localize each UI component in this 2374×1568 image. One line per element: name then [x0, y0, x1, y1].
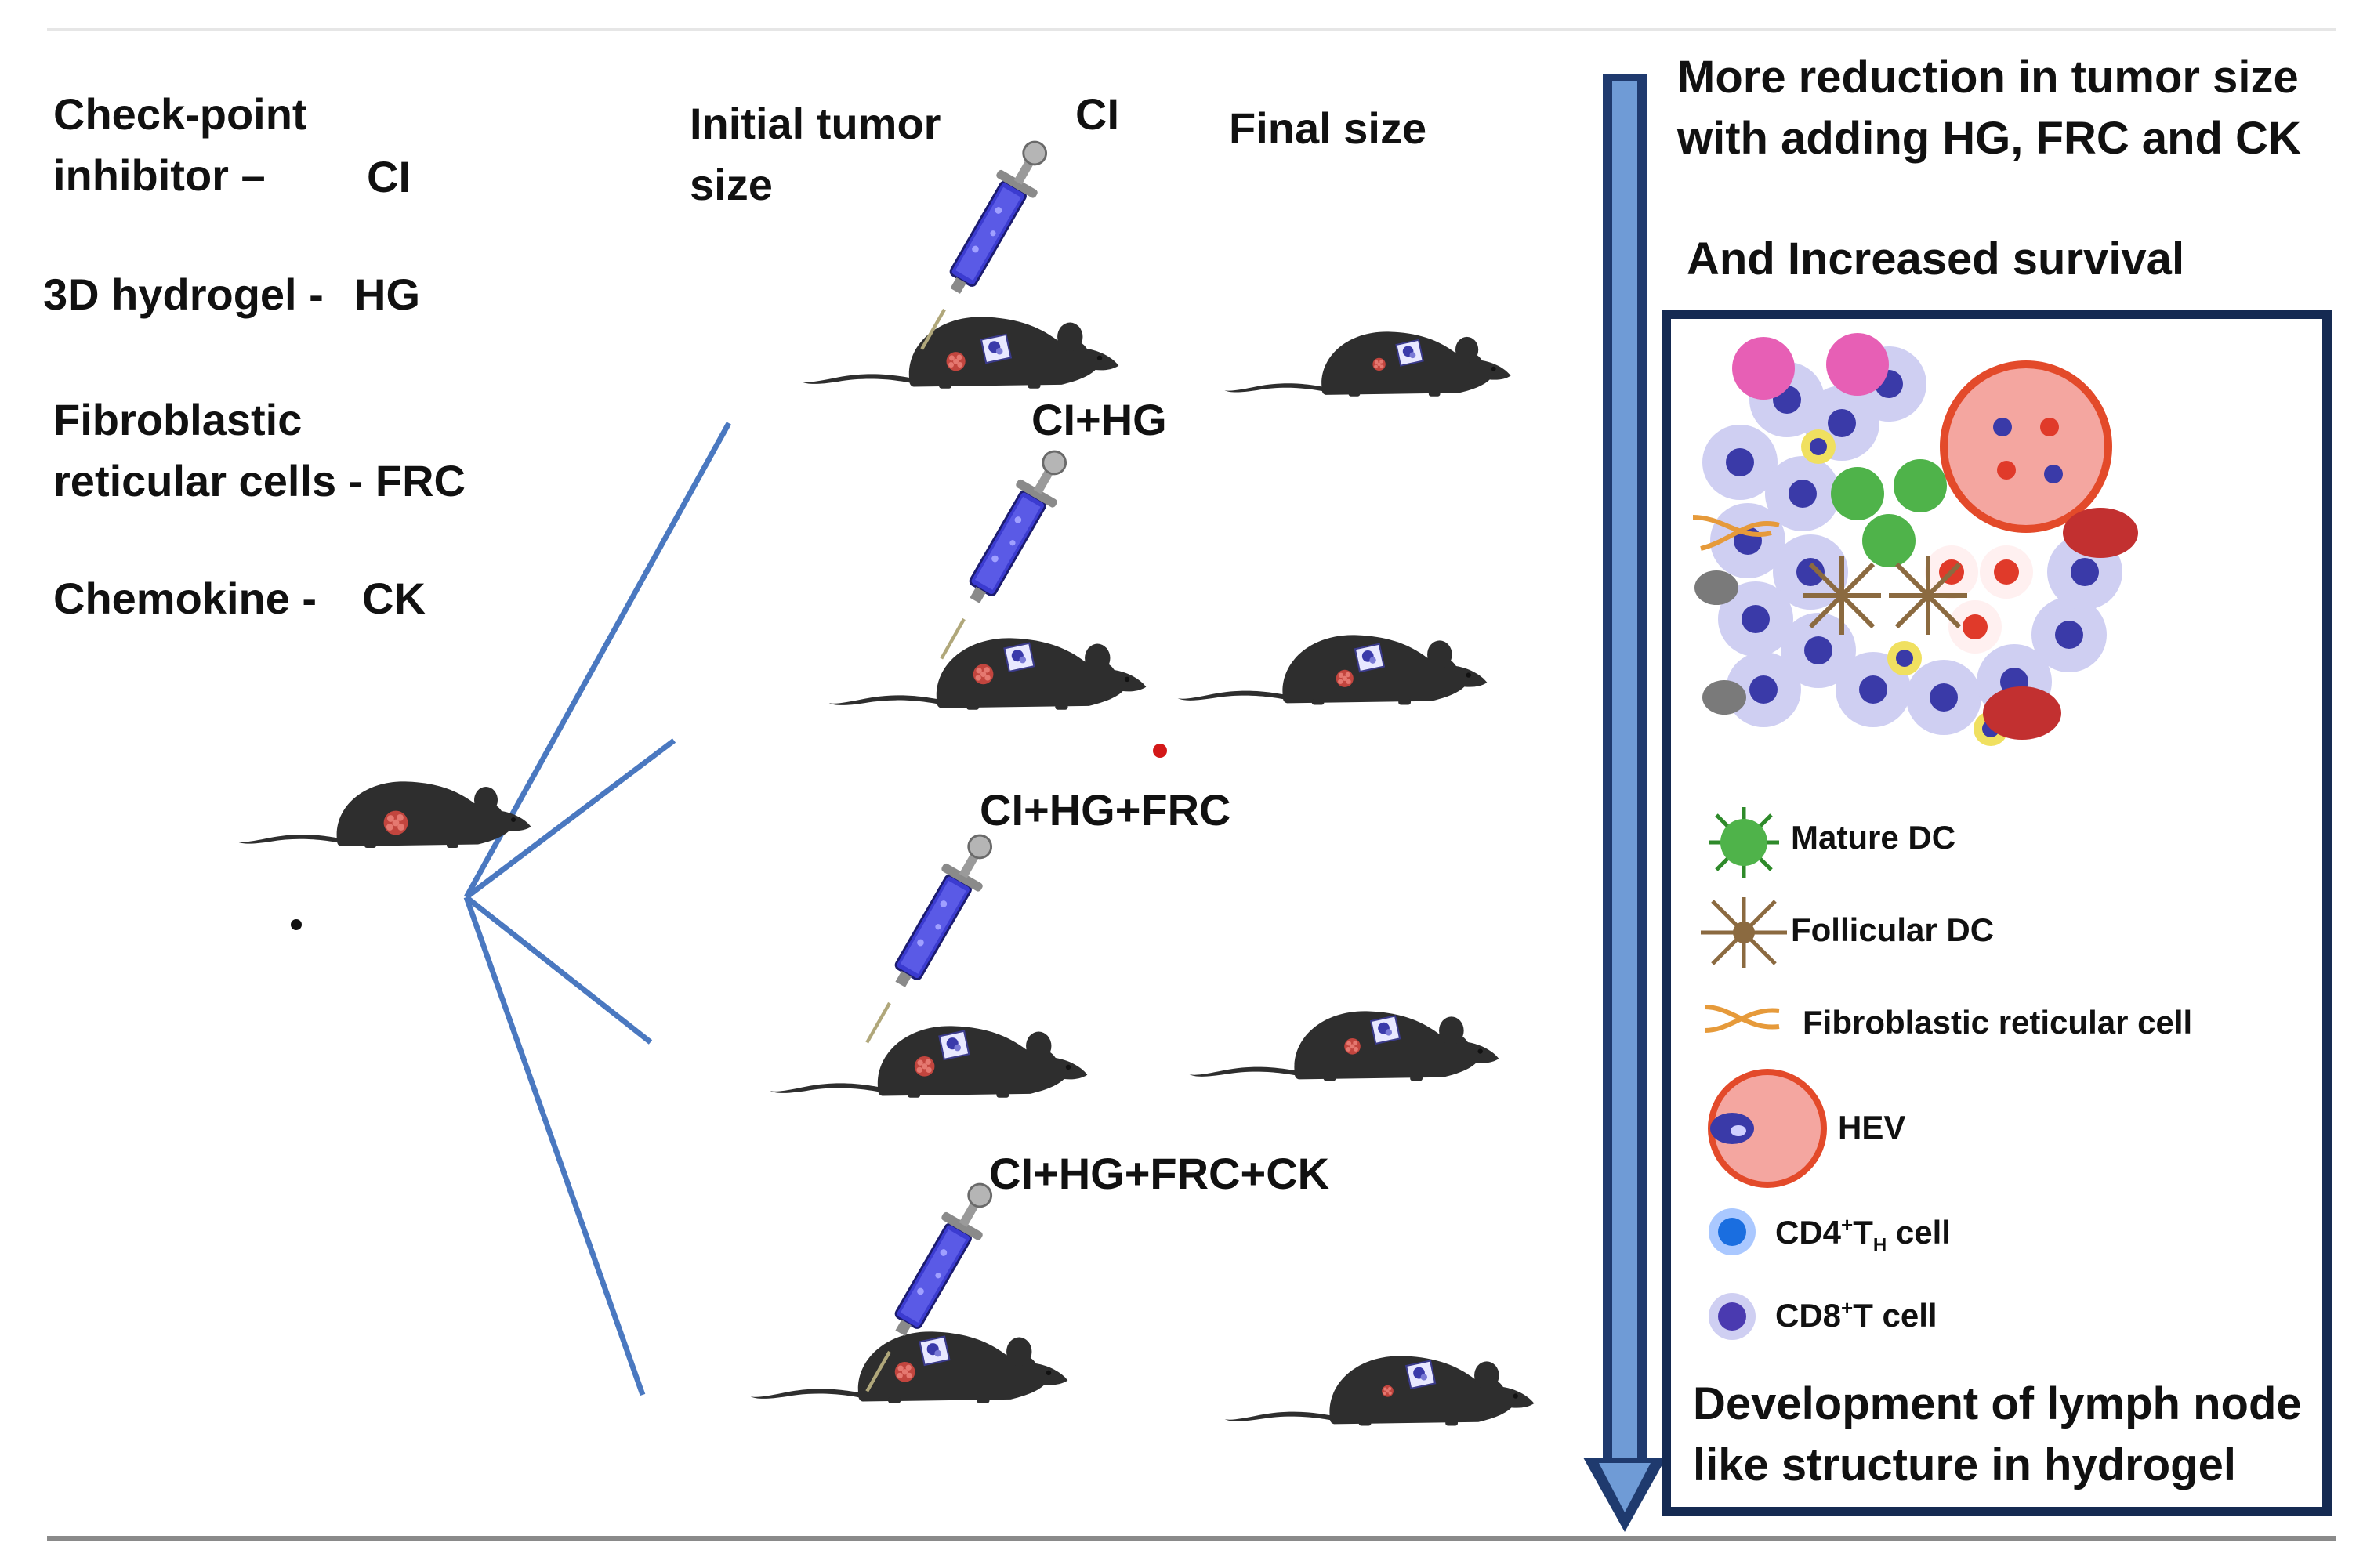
mature-dc-icon — [1709, 807, 1779, 878]
hev-icon — [1708, 1069, 1827, 1188]
follicular-dc-icon — [1701, 897, 1787, 968]
syringe-ci-hg — [925, 435, 1082, 639]
legend-follicular-dc: Follicular DC — [1791, 911, 1995, 948]
cd8-sup: + — [1841, 1296, 1854, 1320]
legend-ck: Chemokine - — [53, 574, 317, 623]
syringe-ci — [901, 125, 1058, 329]
frc-cell-icon — [1704, 1005, 1780, 1033]
panel-footer-line1: Development of lymph node — [1693, 1378, 2302, 1429]
reduction-arrow — [1583, 74, 1666, 1532]
cd8-rest: T cell — [1853, 1297, 1937, 1334]
legend-ci-abbr: CI — [367, 152, 411, 201]
legend-ci-line1: Check-point — [53, 89, 307, 139]
cd4-cell-icon — [1709, 1208, 1756, 1255]
mouse-ci-final — [1224, 331, 1511, 397]
mouse-cihgfrc-final — [1189, 1011, 1499, 1081]
legend-cd4-cell: CD4+TH cell — [1775, 1211, 1951, 1258]
top-divider — [47, 28, 2336, 31]
cd4-t: T — [1853, 1214, 1873, 1251]
reduction-text-line2: with adding HG, FRC and CK — [1677, 113, 2301, 164]
initial-size-header-line1: Initial tumor — [690, 99, 941, 148]
syringe-ci-hg-frc-ck — [854, 1168, 1011, 1371]
group-label-ci-hg-frc-ck: CI+HG+FRC+CK — [989, 1149, 1330, 1198]
initial-size-header-line2: size — [690, 160, 773, 209]
final-size-header: Final size — [1229, 103, 1427, 153]
mouse-start — [237, 781, 531, 848]
legend-ck-abbr: CK — [362, 574, 426, 623]
legend-mature-dc: Mature DC — [1791, 819, 1956, 856]
syringe-ci-hg-frc — [846, 819, 1003, 1023]
legend-hev: HEV — [1838, 1109, 1906, 1146]
lymph-node-cluster — [1692, 333, 2138, 746]
group-label-ci-hg: CI+HG — [1031, 395, 1167, 444]
cd4-sub: H — [1872, 1234, 1887, 1256]
mouse-cihg-final — [1177, 635, 1488, 705]
bottom-divider — [47, 1536, 2336, 1541]
legend-frc-line2: reticular cells - FRC — [53, 456, 466, 505]
cd4-text: CD4 — [1775, 1214, 1842, 1251]
cd4-sup: + — [1841, 1213, 1854, 1237]
cd8-text: CD8 — [1775, 1297, 1842, 1334]
legend-frc-line1: Fibroblastic — [53, 395, 303, 444]
panel-footer-line2: like structure in hydrogel — [1693, 1439, 2236, 1490]
mouse-cihgfrcck-final — [1224, 1356, 1535, 1426]
cd8-cell-icon — [1709, 1293, 1756, 1340]
legend-cd8-cell: CD8+T cell — [1775, 1295, 1937, 1337]
survival-text: And Increased survival — [1687, 234, 2185, 284]
cd4-rest: cell — [1887, 1214, 1951, 1251]
group-label-ci-hg-frc: CI+HG+FRC — [980, 785, 1231, 835]
reduction-text-line1: More reduction in tumor size — [1677, 52, 2299, 103]
legend-frc-cell: Fibroblastic reticular cell — [1803, 1004, 2193, 1041]
legend-hg: 3D hydrogel - — [43, 270, 324, 319]
legend-ci-line2: inhibitor – — [53, 150, 266, 200]
legend-hg-abbr: HG — [354, 270, 420, 319]
group-label-ci: CI — [1075, 89, 1119, 139]
